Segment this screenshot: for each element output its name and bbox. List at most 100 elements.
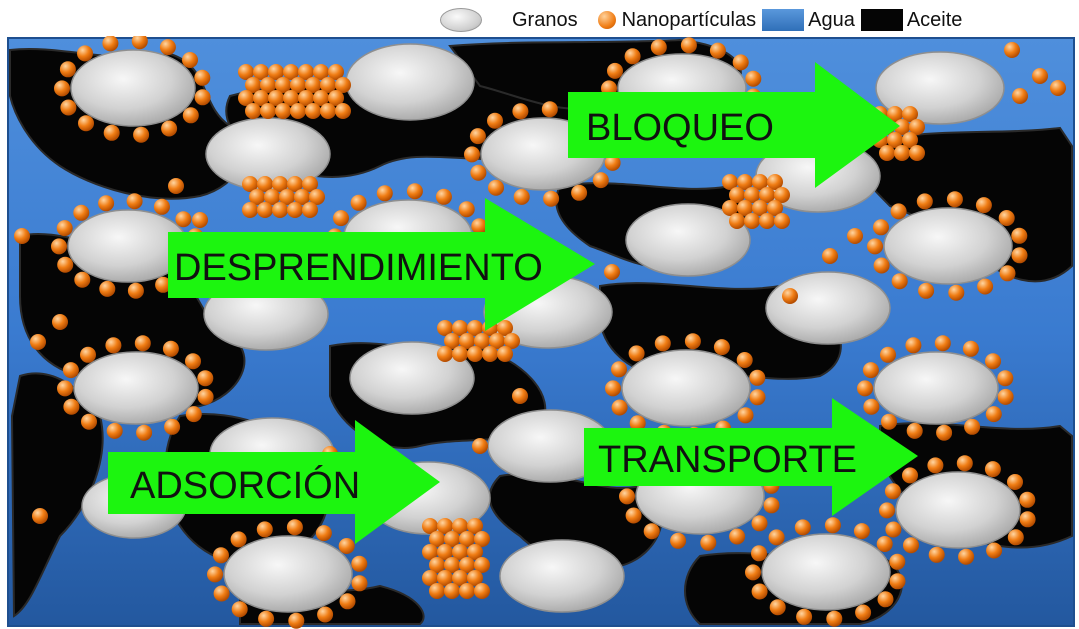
nanoparticle	[57, 380, 73, 397]
nanoparticle	[997, 388, 1014, 405]
nanoparticle	[317, 606, 334, 623]
nanoparticle	[975, 197, 992, 214]
nanoparticle	[909, 119, 925, 135]
nanoparticle	[934, 335, 951, 352]
nanoparticle	[268, 64, 284, 80]
nanoparticle	[1007, 474, 1023, 490]
nanoparticle	[159, 39, 176, 56]
nanoparticle	[335, 77, 351, 93]
nanoparticle	[194, 89, 211, 106]
adsorcion-arrow-shape	[108, 420, 440, 544]
nanoparticle	[782, 288, 798, 304]
nanoparticle	[880, 346, 896, 363]
nanoparticle	[751, 515, 768, 532]
nanoparticle	[57, 256, 74, 273]
nanoparticle	[759, 213, 775, 229]
nanoparticle	[722, 174, 738, 190]
nanoparticle	[437, 518, 453, 534]
nanoparticle	[857, 380, 873, 397]
nanoparticle	[59, 61, 76, 78]
nanoparticle	[474, 557, 490, 573]
nanoparticle	[253, 64, 269, 80]
nanoparticle	[467, 544, 483, 560]
nanoparticle	[862, 362, 879, 379]
nanoparticle	[497, 346, 513, 362]
nanoparticle	[571, 184, 588, 201]
nanoparticle	[744, 187, 760, 203]
nanoparticle	[467, 346, 483, 362]
nanoparticle	[290, 103, 306, 119]
nanoparticle	[891, 273, 908, 290]
nanoparticle	[607, 62, 623, 79]
nanoparticle	[977, 278, 994, 295]
nanoparticle	[650, 39, 667, 56]
grain	[223, 535, 353, 613]
transporte-label: TRANSPORTE	[598, 439, 857, 481]
nanoparticle	[192, 212, 208, 228]
nanoparticle	[257, 202, 273, 218]
nanoparticle	[867, 238, 883, 255]
nanoparticle	[63, 398, 80, 415]
nanoparticle	[737, 200, 753, 216]
nanoparticle	[437, 544, 453, 560]
nanoparticle	[258, 610, 275, 627]
legend-label-oil: Aceite	[906, 8, 963, 31]
grain	[761, 533, 891, 611]
nanoparticle	[272, 176, 288, 192]
nanoparticle	[700, 534, 717, 551]
nanoparticle	[855, 604, 872, 621]
nanoparticle	[429, 531, 445, 547]
nanoparticle	[437, 570, 453, 586]
nanoparticle	[435, 188, 452, 205]
nanoparticle	[74, 271, 91, 288]
nanoparticle	[513, 188, 530, 205]
nanoparticle	[877, 591, 894, 608]
nanoparticle	[543, 190, 560, 207]
nanoparticle	[106, 422, 123, 439]
nanoparticle	[444, 333, 460, 349]
grain	[625, 203, 751, 277]
porous-medium-diagram: BLOQUEO DESPRENDIMIENTO ADSORCIÓN TRANSP…	[7, 36, 1075, 629]
nanoparticle	[230, 531, 247, 548]
nanoparticle	[30, 334, 46, 350]
nanoparticle	[459, 531, 475, 547]
nanoparticle	[611, 361, 627, 378]
nanoparticle	[916, 193, 933, 210]
nanoparticle	[918, 282, 935, 299]
grain	[873, 351, 999, 425]
nanoparticle	[887, 132, 903, 148]
nanoparticle	[231, 601, 248, 618]
nanoparticle	[736, 352, 753, 368]
nanoparticle	[298, 90, 314, 106]
nanoparticle	[471, 218, 488, 235]
nanoparticle	[684, 333, 701, 350]
nanoparticle	[320, 103, 336, 119]
nanoparticle	[313, 90, 329, 106]
nanoparticle	[488, 179, 504, 196]
nanoparticle	[153, 198, 170, 215]
nanoparticle	[964, 418, 981, 435]
nanoparticle	[103, 124, 120, 141]
nanoparticle	[876, 536, 893, 552]
grain	[883, 207, 1013, 285]
nanoparticle	[863, 398, 880, 415]
nanoparticle	[328, 90, 344, 106]
nanoparticle	[102, 36, 119, 52]
nanoparticle	[283, 64, 299, 80]
legend-label-grains: Granos	[512, 8, 578, 31]
nanoparticle	[80, 346, 96, 363]
nanoparticle	[873, 219, 889, 236]
nanoparticle	[459, 557, 475, 573]
nanoparticle	[680, 37, 697, 54]
nanoparticle	[98, 195, 115, 212]
nanoparticle	[902, 106, 918, 122]
nanoparticle	[826, 610, 843, 627]
nanoparticle	[164, 418, 181, 435]
nanoparticle	[185, 353, 201, 370]
nanoparticle	[619, 488, 635, 505]
nanoparticle	[796, 608, 813, 625]
nanoparticle	[459, 583, 475, 599]
nanoparticle	[452, 346, 468, 362]
nanoparticle	[752, 174, 768, 190]
nanoparticle	[168, 178, 184, 194]
